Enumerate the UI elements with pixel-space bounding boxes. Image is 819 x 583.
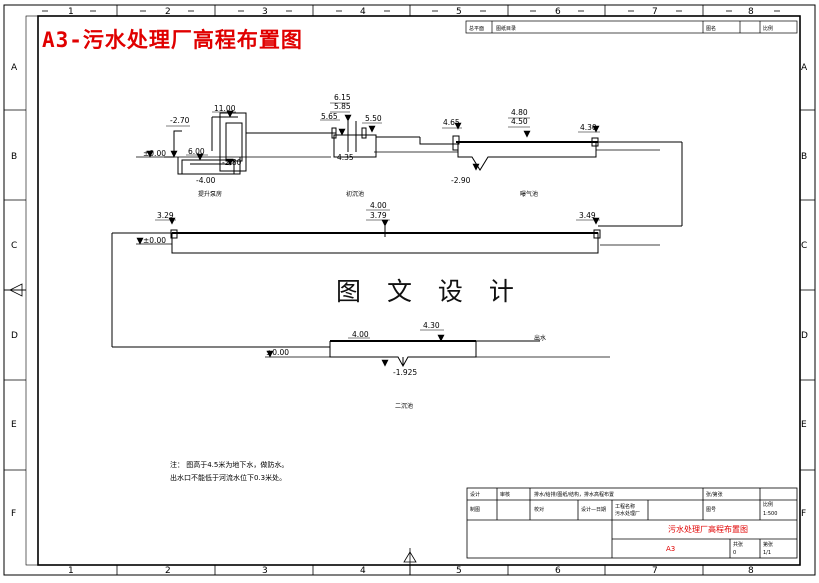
tb-review: 审核 xyxy=(500,491,510,498)
title-block xyxy=(466,487,798,559)
tb-sheet-label: 共张 xyxy=(733,541,743,548)
col-label-3: 3 xyxy=(262,7,268,17)
header-cell-1: 总平面 xyxy=(469,25,484,32)
col-label-7: 7 xyxy=(652,7,658,17)
label-pump-station: 提升泵房 xyxy=(198,190,222,198)
row-label-rc: C xyxy=(801,241,807,251)
elev-mid-water: 3.79 xyxy=(370,211,387,220)
header-cell-3: 图名 xyxy=(706,25,716,32)
elev-aer-bottom: -2.90 xyxy=(451,176,471,185)
row-label-rd: D xyxy=(801,331,808,341)
col-label-b8: 8 xyxy=(748,566,754,576)
col-label-b4: 4 xyxy=(360,566,366,576)
elev-pump-level: 6.00 xyxy=(188,147,205,156)
leader-lines xyxy=(155,102,600,339)
elev-ground-3: ±0.00 xyxy=(266,348,289,357)
elev-pump-top: 11.00 xyxy=(214,104,236,113)
page-title: A3-污水处理厂高程布置图 xyxy=(42,28,303,52)
col-label-b6: 6 xyxy=(555,566,561,576)
elev-mid-inlet: 3.29 xyxy=(157,211,174,220)
tb-drawn: 制图 xyxy=(470,506,480,513)
tb-sheets: 张/第张 xyxy=(706,491,723,498)
label-outlet: 出水 xyxy=(534,334,546,342)
tb-sheet-value: 0 xyxy=(733,550,736,556)
elev-primary-5: 4.35 xyxy=(337,153,354,162)
elev-clar-bottom: -1.925 xyxy=(393,368,417,377)
elev-mid-outlet: 3.49 xyxy=(579,211,596,220)
label-secondary-tank: 二沉池 xyxy=(395,402,413,410)
col-label-b1: 1 xyxy=(68,566,74,576)
row-label-re: E xyxy=(801,420,807,430)
pump-station xyxy=(164,112,336,175)
col-label-b7: 7 xyxy=(652,566,658,576)
tb-disciplines: 排水/给排/图纸/结构，排水高程布置 xyxy=(534,491,614,498)
elev-ground-2: ±0.00 xyxy=(143,236,166,245)
elev-aer-top: 4.80 xyxy=(511,108,528,117)
row-label-f: F xyxy=(11,509,16,519)
tb-dwg-no: 图号 xyxy=(706,507,716,513)
elev-pump-low: -2.80 xyxy=(222,158,242,167)
elev-clar-water: 4.30 xyxy=(423,321,440,330)
col-label-2: 2 xyxy=(165,7,171,17)
row-label-a: A xyxy=(11,63,18,73)
row-label-d: D xyxy=(11,331,18,341)
tb-page-label: 第张 xyxy=(763,541,773,548)
tb-paper-size: A3 xyxy=(666,545,675,553)
middle-frame xyxy=(25,15,801,566)
tb-project-label: 工程名称 xyxy=(615,503,635,510)
elev-aer-water: 4.50 xyxy=(511,117,528,126)
tb-page-value: 1/1 xyxy=(763,550,771,556)
tb-scale-label: 比例 xyxy=(763,501,773,508)
label-aeration-tank: 曝气池 xyxy=(520,190,538,198)
elev-primary-2: 5.85 xyxy=(334,102,351,111)
border-grid xyxy=(4,5,815,575)
elev-primary-3: 5.65 xyxy=(321,112,338,121)
col-label-b3: 3 xyxy=(262,566,268,576)
note-line-1: 注： 图高于4.5米为地下水，做防水。 xyxy=(170,460,288,469)
note-line-2: 出水口不能低于河流水位下0.3米处。 xyxy=(170,473,286,482)
row-label-rb: B xyxy=(801,152,807,162)
tb-project: 污水处理厂 xyxy=(615,510,640,517)
elev-ground-1: ±0.00 xyxy=(143,149,166,158)
elev-primary-top: 6.15 xyxy=(334,93,351,102)
tank-aeration xyxy=(452,135,683,227)
row-label-rf: F xyxy=(801,509,806,519)
watermark-text: 图 文 设 计 xyxy=(336,277,523,306)
col-label-5: 5 xyxy=(456,7,462,17)
tank-bottom xyxy=(329,340,540,368)
header-cell-4: 比例 xyxy=(763,25,773,32)
row-label-ra: A xyxy=(801,63,808,73)
col-label-b5: 5 xyxy=(456,566,462,576)
col-label-8: 8 xyxy=(748,7,754,17)
header-strip xyxy=(465,20,798,34)
elev-pump-bottom: -4.00 xyxy=(196,176,216,185)
tb-scale: 1:500 xyxy=(763,511,777,517)
elev-pump-inlet: -2.70 xyxy=(170,116,190,125)
elev-aer-inlet: 4.65 xyxy=(443,118,460,127)
elev-aer-outlet: 4.30 xyxy=(580,123,597,132)
row-label-c: C xyxy=(11,241,17,251)
row-label-b: B xyxy=(11,152,17,162)
tank-middle xyxy=(111,226,601,348)
tb-designer: 设计 xyxy=(470,491,480,498)
col-label-1: 1 xyxy=(68,7,74,17)
tb-check: 校对 xyxy=(534,506,544,513)
tb-drawing-name: 污水处理厂高程布置图 xyxy=(668,524,748,534)
header-cell-2: 图纸目录 xyxy=(496,25,516,32)
label-primary-tank: 初沉池 xyxy=(346,190,364,198)
elev-clar-top: 4.00 xyxy=(352,330,369,339)
elevation-markers xyxy=(136,110,600,367)
primary-tank xyxy=(331,121,458,158)
center-marks xyxy=(4,283,417,575)
row-label-e: E xyxy=(11,420,17,430)
col-label-6: 6 xyxy=(555,7,561,17)
tb-date: 设计—日期 xyxy=(581,506,606,513)
col-label-4: 4 xyxy=(360,7,366,17)
elev-mid-top: 4.00 xyxy=(370,201,387,210)
elev-primary-4: 5.50 xyxy=(365,114,382,123)
col-label-b2: 2 xyxy=(165,566,171,576)
